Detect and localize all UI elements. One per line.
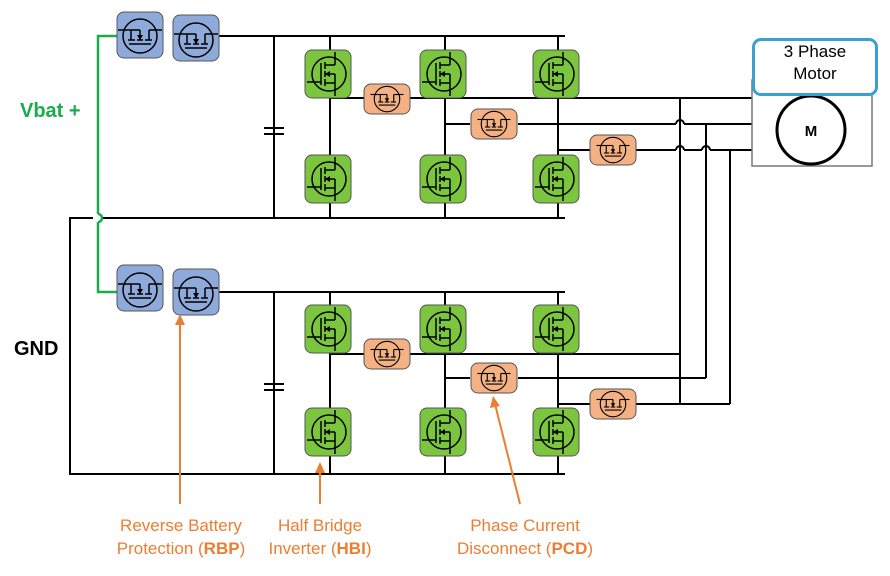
- pcd-mosfet: [589, 388, 637, 420]
- rbp-mosfet-top-1: [116, 11, 164, 59]
- rbp-abbr: RBP: [203, 539, 240, 558]
- vbat-label: Vbat +: [20, 100, 81, 122]
- pcd-callout: Phase Current Disconnect (PCD): [420, 514, 630, 560]
- gnd-label: GND: [14, 338, 59, 360]
- rbp-mosfet-top-2: [172, 14, 220, 62]
- rbp-callout-line1: Reverse Battery: [120, 516, 242, 535]
- pcd-mosfet: [363, 338, 411, 370]
- pcd-abbr: PCD: [551, 539, 588, 558]
- hbi-mosfet: [304, 407, 352, 457]
- pcd-mosfet: [470, 108, 518, 140]
- motor-symbol: M: [804, 123, 818, 140]
- bottom-block-wiring: [218, 291, 730, 474]
- rbp-callout-pre: Protection (: [116, 539, 204, 558]
- rbp-callout: Reverse Battery Protection (RBP): [66, 514, 296, 560]
- callout-arrows: [175, 314, 521, 505]
- hbi-callout-post: ): [365, 539, 372, 558]
- motor-title-line1: 3 Phase: [783, 42, 847, 61]
- hbi-mosfet: [532, 407, 580, 457]
- pcd-mosfet: [363, 83, 411, 115]
- hbi-callout-pre: Inverter (: [268, 539, 337, 558]
- hbi-mosfet: [532, 154, 580, 204]
- hbi-mosfet: [419, 407, 467, 457]
- hbi-mosfet: [419, 304, 467, 354]
- hbi-mosfet: [532, 304, 580, 354]
- hbi-abbr: HBI: [336, 539, 366, 558]
- pcd-mosfet: [589, 134, 637, 166]
- hbi-callout-line1: Half Bridge: [277, 516, 363, 535]
- rbp-callout-post: ): [239, 539, 246, 558]
- top-block-wiring: [218, 35, 752, 404]
- hbi-mosfet: [419, 154, 467, 204]
- rbp-mosfet-bottom-2: [172, 268, 220, 316]
- pcd-callout-pre: Disconnect (: [456, 539, 552, 558]
- motor-title-line2: Motor: [793, 64, 837, 83]
- motor-title-box: 3 Phase Motor: [752, 38, 878, 96]
- gnd-wire: [69, 217, 565, 475]
- hbi-callout: Half Bridge Inverter (HBI): [235, 514, 405, 560]
- vbat-wire: [96, 34, 120, 294]
- hbi-mosfet: [304, 49, 352, 99]
- rbp-mosfet-bottom-1: [116, 264, 164, 312]
- hbi-mosfet: [304, 304, 352, 354]
- hbi-mosfet: [304, 154, 352, 204]
- pcd-callout-line1: Phase Current: [470, 516, 580, 535]
- pcd-mosfet: [470, 362, 518, 394]
- hbi-mosfet: [532, 49, 580, 99]
- pcd-callout-post: ): [587, 539, 594, 558]
- hbi-mosfet: [419, 49, 467, 99]
